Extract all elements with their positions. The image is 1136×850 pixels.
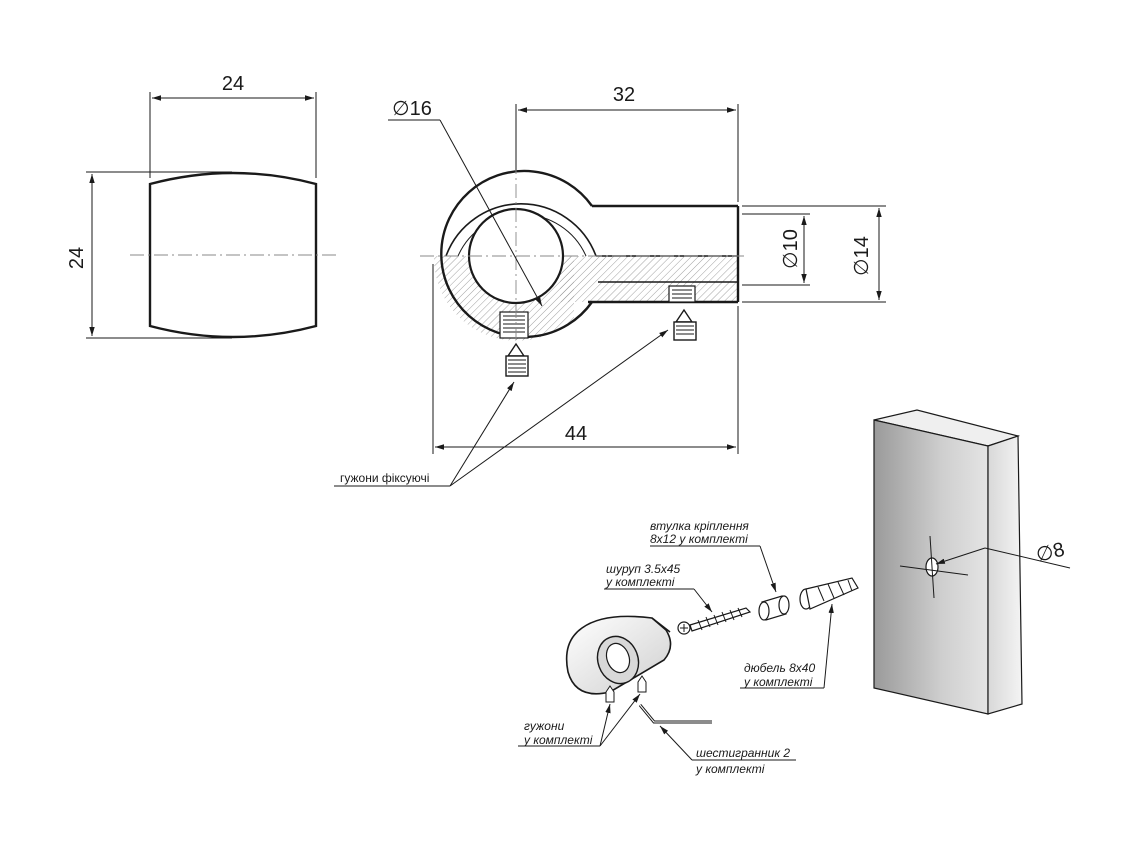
- hole-cross-v: [929, 535, 935, 599]
- dowel-part: [799, 577, 859, 610]
- dim-outer-diameter: ∅16: [392, 98, 432, 120]
- section-hatch-rod: [560, 256, 738, 302]
- hole-cross-h: [899, 565, 969, 576]
- label-hexkey-line1: шестигранник 2: [696, 746, 790, 760]
- dim-total-length: 44: [565, 423, 587, 445]
- exploded-assembly: втулка кріплення 8x12 у комплекті шуруп …: [518, 519, 859, 776]
- leader-hexkey: [659, 725, 693, 761]
- label-hexkey-line2: у комплекті: [695, 762, 765, 776]
- dim-side-height: 24: [66, 247, 88, 269]
- dim-top-length: 32: [613, 84, 635, 106]
- section-view: 32 44 ∅16 ∅10 ∅14 гужони фіксуючі: [334, 84, 886, 487]
- wall-side: [987, 435, 1023, 715]
- threaded-hole-rod: [668, 285, 696, 303]
- label-dowel-line1: дюбель 8x40: [744, 661, 815, 675]
- hex-key: [638, 704, 712, 724]
- leader-setscrews-1: [599, 703, 611, 747]
- hole-leader-arrow: [935, 547, 986, 565]
- small-set-screw-2: [637, 675, 647, 693]
- side-view: 24 24: [66, 73, 336, 339]
- dim-hole-diameter: ∅8: [1034, 539, 1067, 567]
- threaded-hole-bore: [499, 311, 529, 339]
- diameter-leader: [439, 119, 543, 307]
- dim-rod-diameter: ∅10: [780, 229, 802, 269]
- sleeve-part: [758, 595, 790, 621]
- label-sleeve-line1: втулка кріплення: [650, 519, 749, 533]
- screw-part: [677, 607, 752, 635]
- ring-outer: [440, 169, 593, 339]
- label-setscrews-line2: у комплекті: [523, 733, 593, 747]
- leader-setscrews-2: [599, 693, 641, 747]
- leader-line: [449, 329, 669, 487]
- ring-groove: [445, 203, 597, 257]
- holder-body: [565, 615, 672, 695]
- set-screw-1: [505, 342, 529, 377]
- label-sleeve-line2: 8x12 у комплекті: [650, 532, 748, 546]
- hole-leader: [984, 547, 1071, 569]
- label-screw-line1: шуруп 3.5x45: [606, 562, 681, 576]
- dim-collar-diameter: ∅14: [851, 236, 873, 276]
- label-screw-line2: у комплекті: [605, 575, 675, 589]
- hex-key-highlight: [639, 704, 712, 723]
- dim-side-width: 24: [222, 73, 244, 95]
- wall-block: ∅8: [873, 409, 1071, 715]
- leader-screw: [693, 588, 713, 613]
- leader-sleeve: [759, 545, 777, 593]
- small-set-screw-1: [605, 685, 615, 703]
- leader-dowel: [823, 603, 834, 689]
- label-set-screws-fixing: гужони фіксуючі: [340, 471, 429, 485]
- label-dowel-line2: у комплекті: [743, 675, 813, 689]
- side-view-outline: [148, 171, 318, 339]
- set-screw-2: [673, 308, 697, 341]
- label-setscrews-line1: гужони: [524, 719, 565, 733]
- leader-line: [449, 381, 515, 487]
